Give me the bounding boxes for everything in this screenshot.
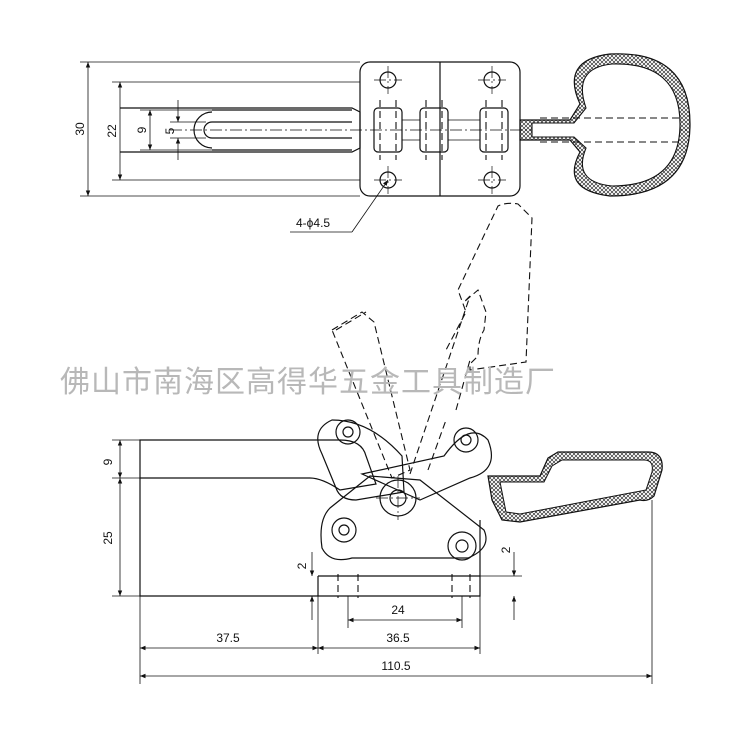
dim-arm-thickness-label: 9	[101, 458, 115, 465]
top-view: 30 22 9 5 4-ϕ4.5	[73, 53, 691, 233]
dim-hole-spacing-label: 24	[391, 603, 405, 617]
arm-open-phantom	[331, 311, 411, 479]
hole-callout-label: 4-ϕ4.5	[296, 216, 330, 230]
handle-inner	[531, 63, 681, 187]
dim-side-9: 9	[101, 439, 140, 479]
dim-110: 110.5	[140, 500, 653, 684]
clamp-arm-inner	[212, 109, 352, 151]
dim-9: 9	[135, 109, 212, 151]
dim-30: 30	[73, 61, 360, 197]
link-upper	[317, 419, 405, 501]
slot-arc	[203, 121, 213, 139]
pivot-pins	[331, 419, 479, 561]
dim-front-length-label: 37.5	[216, 631, 240, 645]
dim-overall-height-label: 30	[73, 122, 87, 136]
linkage-blocks-top	[373, 100, 509, 160]
dim-24: 24	[347, 596, 463, 628]
dim-slot-width-label: 5	[163, 127, 177, 134]
dim-base-left-label: 2	[295, 562, 309, 569]
link-middle	[360, 432, 492, 501]
dim-slot-inner-label: 9	[135, 126, 149, 133]
handle-open-links	[427, 359, 471, 471]
dim-base-right-2: 2	[480, 546, 522, 620]
handle-open-phantom	[409, 202, 533, 475]
watermark-text: 佛山市南海区高得华五金工具制造厂	[60, 365, 556, 400]
link-lower	[320, 475, 487, 561]
dim-37-36: 37.5 36.5	[139, 596, 481, 684]
dim-base-left-2: 2	[295, 552, 315, 620]
dim-total-length-label: 110.5	[381, 659, 410, 673]
side-view: 9 25 2 2 24 37.	[101, 202, 663, 684]
dim-base-right-label: 2	[499, 546, 513, 553]
dim-base-length-label: 36.5	[386, 631, 410, 645]
clamp-bar	[139, 439, 377, 491]
dim-22: 22	[105, 81, 360, 181]
handle-side-inner	[499, 459, 653, 515]
dim-body-height-label: 25	[101, 531, 115, 545]
base-hidden-holes	[337, 574, 471, 598]
dim-side-25: 25	[101, 478, 140, 597]
dim-slot-outer-label: 22	[105, 124, 119, 138]
arm-open-tip	[335, 311, 367, 331]
hole-callout: 4-ϕ4.5	[290, 179, 389, 233]
mounting-holes	[374, 66, 506, 194]
dim-5: 5	[163, 100, 206, 160]
